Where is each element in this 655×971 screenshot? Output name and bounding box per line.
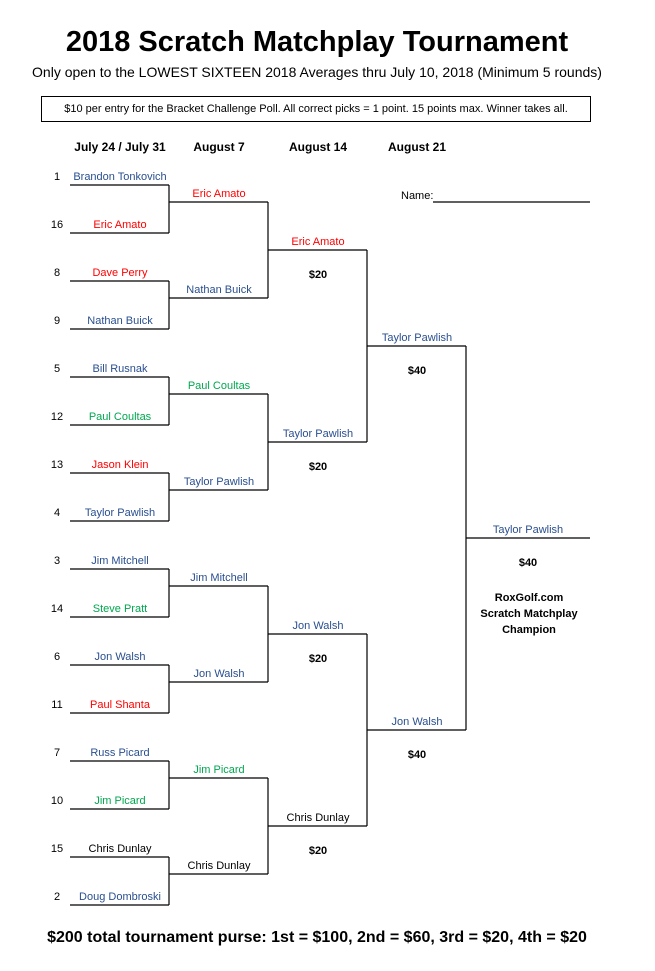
player-name: Jim Picard [193, 764, 245, 776]
seed-number: 7 [53, 747, 61, 759]
seed-number: 8 [53, 267, 61, 279]
round-header-1: July 24 / July 31 [74, 140, 166, 154]
prize-amount: $40 [407, 749, 427, 761]
seed-number: 16 [50, 219, 64, 231]
seed-number: 6 [53, 651, 61, 663]
seed-number: 15 [50, 843, 64, 855]
player-name: Bill Rusnak [92, 363, 148, 375]
player-name: Chris Dunlay [88, 843, 152, 855]
seed-number: 5 [53, 363, 61, 375]
champion-line-2: Scratch Matchplay [480, 608, 578, 620]
player-name: Taylor Pawlish [183, 476, 255, 488]
player-name: Dave Perry [92, 267, 148, 279]
player-name: Taylor Pawlish [282, 428, 354, 440]
seed-number: 9 [53, 315, 61, 327]
player-name: Jim Picard [94, 795, 146, 807]
player-name: Jon Walsh [391, 716, 443, 728]
seed-number: 13 [50, 459, 64, 471]
page-title: 2018 Scratch Matchplay Tournament [65, 26, 569, 58]
player-name: Eric Amato [291, 236, 345, 248]
player-name: Jim Mitchell [190, 572, 248, 584]
seed-number: 10 [50, 795, 64, 807]
player-name: Russ Picard [90, 747, 150, 759]
prize-amount: $40 [518, 557, 538, 569]
seed-number: 4 [53, 507, 61, 519]
round-header-2: August 7 [193, 140, 245, 154]
player-name: Taylor Pawlish [381, 332, 453, 344]
player-name: Nathan Buick [87, 315, 153, 327]
player-name: Taylor Pawlish [84, 507, 156, 519]
seed-number: 2 [53, 891, 61, 903]
seed-number: 14 [50, 603, 64, 615]
player-name: Chris Dunlay [286, 812, 350, 824]
round-header-3: August 14 [288, 140, 348, 154]
prize-amount: $20 [308, 269, 328, 281]
player-name: Eric Amato [93, 219, 147, 231]
seed-number: 12 [50, 411, 64, 423]
name-label: Name: [401, 190, 434, 202]
player-name: Paul Shanta [90, 699, 150, 711]
poll-notice: $10 per entry for the Bracket Challenge … [41, 96, 591, 122]
player-name: Jon Walsh [94, 651, 146, 663]
champion-caption: RoxGolf.com Scratch Matchplay Champion [480, 590, 577, 638]
player-name: Nathan Buick [186, 284, 252, 296]
prize-amount: $40 [407, 365, 427, 377]
purse-summary: $200 total tournament purse: 1st = $100,… [47, 929, 587, 946]
prize-amount: $20 [308, 845, 328, 857]
prize-amount: $20 [308, 653, 328, 665]
player-name: Jon Walsh [193, 668, 245, 680]
champion-line-1: RoxGolf.com [494, 592, 564, 604]
round-header-4: August 21 [387, 140, 447, 154]
player-name: Paul Coultas [187, 380, 251, 392]
player-name: Paul Coultas [88, 411, 152, 423]
player-name: Doug Dombroski [79, 891, 161, 903]
seed-number: 11 [51, 699, 63, 711]
player-name: Jon Walsh [292, 620, 344, 632]
player-name: Eric Amato [192, 188, 246, 200]
champion-name: Taylor Pawlish [492, 524, 564, 536]
prize-amount: $20 [308, 461, 328, 473]
player-name: Steve Pratt [92, 603, 148, 615]
player-name: Brandon Tonkovich [73, 171, 167, 183]
subtitle: Only open to the LOWEST SIXTEEN 2018 Ave… [32, 64, 602, 80]
champion-line-3: Champion [502, 624, 556, 636]
player-name: Jason Klein [91, 459, 149, 471]
seed-number: 1 [53, 171, 61, 183]
player-name: Jim Mitchell [91, 555, 149, 567]
player-name: Chris Dunlay [187, 860, 251, 872]
seed-number: 3 [53, 555, 61, 567]
